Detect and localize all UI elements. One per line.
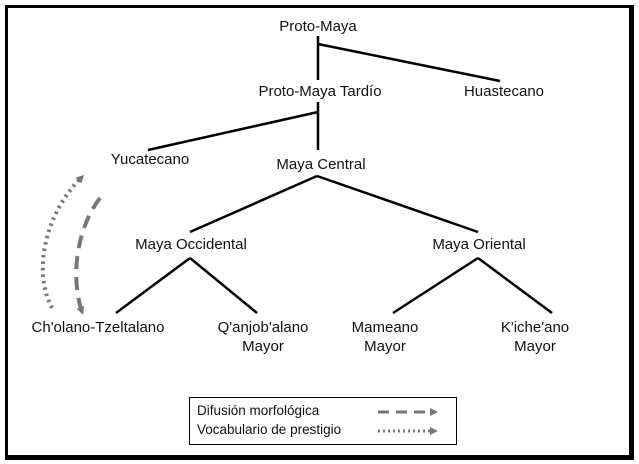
arrow-vocabulario-dotted: [40, 174, 85, 309]
arrow-difusion-dashed: [74, 196, 102, 315]
node-mameano-mayor: Mameano Mayor: [351, 319, 419, 355]
edge-oriental-kicheano: [477, 256, 553, 315]
edge-protomaya-huastecano: [317, 42, 501, 83]
node-qanjobalano-mayor: Q'anjob'alano Mayor: [217, 319, 309, 355]
edge-central-oriental: [316, 174, 479, 234]
node-maya-occidental: Maya Occidental: [135, 236, 247, 253]
node-maya-oriental: Maya Oriental: [432, 236, 526, 253]
legend-label-difusion: Difusión morfológica: [197, 403, 320, 418]
node-cholano-tzeltalano: Ch'olano-Tzeltalano: [31, 319, 165, 336]
edge-occidental-qanjobalano: [189, 257, 258, 314]
edge-occidental-cholano: [115, 256, 191, 315]
node-yucatecano: Yucatecano: [110, 151, 190, 168]
legend-label-vocabulario: Vocabulario de prestigio: [197, 422, 342, 437]
legend: Difusión morfológica Vocabulario de pres…: [189, 397, 457, 445]
node-huastecano: Huastecano: [463, 83, 545, 100]
node-proto-maya-tardio: Proto-Maya Tardío: [258, 83, 382, 100]
edge-tardio-yucatecano: [147, 110, 319, 152]
node-proto-maya: Proto-Maya: [279, 18, 357, 35]
edge-oriental-mameano: [392, 256, 479, 315]
node-maya-central: Maya Central: [276, 156, 366, 173]
legend-swatches: [378, 408, 438, 435]
node-kicheano-mayor: K'iche'ano Mayor: [500, 319, 570, 355]
edge-central-occidental: [189, 174, 318, 234]
diagram-frame: [5, 5, 634, 460]
